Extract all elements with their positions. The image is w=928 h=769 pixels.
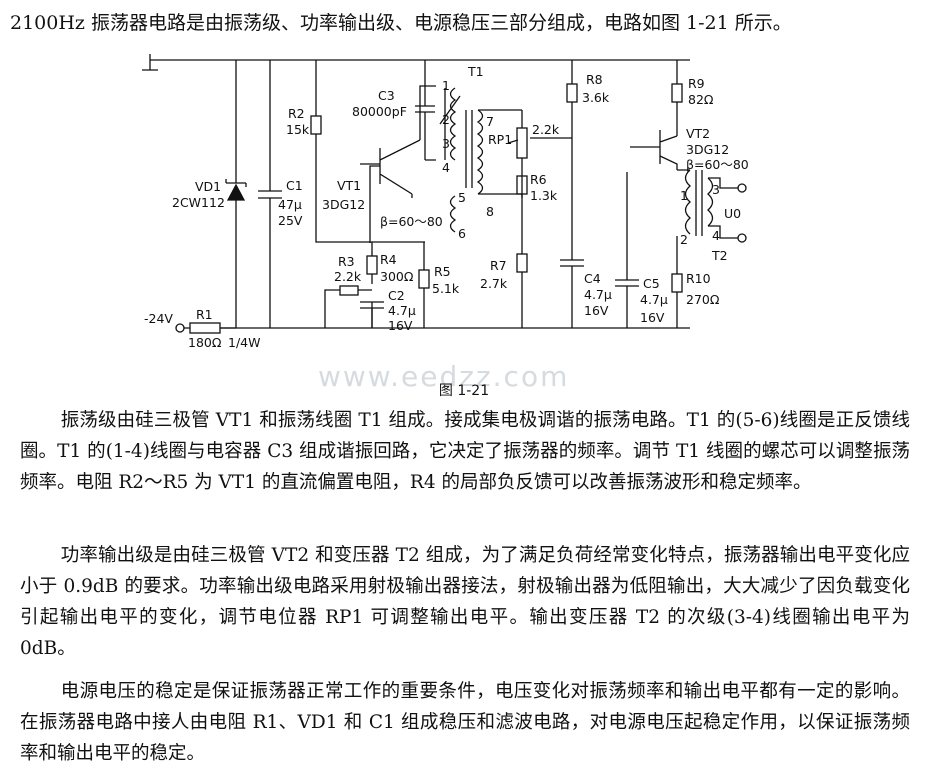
t1-pin2: 2	[442, 112, 450, 127]
t1-name: T1	[467, 64, 484, 79]
r7-resistor	[516, 253, 528, 273]
r9-name: R9	[688, 76, 705, 91]
t1-pin3: 3	[442, 136, 450, 151]
t1-pin6: 6	[458, 226, 466, 241]
output-terminal-bottom	[737, 233, 747, 243]
c4-voltage: 16V	[584, 303, 609, 318]
t2-name: T2	[711, 248, 728, 263]
vt2-model: 3DG12	[686, 142, 729, 157]
vt1-beta: β=60～80	[380, 214, 443, 229]
supply-label: -24V	[144, 311, 173, 326]
c2-name: C2	[388, 288, 405, 303]
vd1-name: VD1	[195, 179, 221, 194]
r3-value: 2.2k	[334, 269, 362, 284]
r10-name: R10	[686, 271, 711, 286]
t1-pin7: 7	[486, 114, 494, 129]
c1-value: 47μ	[278, 197, 302, 212]
r4-resistor	[366, 255, 378, 275]
t1-pin4: 4	[442, 160, 450, 175]
vt1-name: VT1	[337, 178, 361, 193]
c4-name: C4	[584, 271, 601, 286]
watermark: www.eedzz.com	[318, 360, 570, 393]
r6-value: 1.3k	[530, 188, 558, 203]
r9-value: 82Ω	[688, 92, 714, 107]
r2-value: 15k	[286, 122, 310, 137]
r3-resistor	[339, 285, 359, 296]
t2-pin3: 3	[712, 182, 720, 197]
r8-resistor	[566, 83, 578, 103]
r8-name: R8	[586, 72, 603, 87]
vt1-model: 3DG12	[322, 197, 365, 212]
c1-name: C1	[286, 178, 303, 193]
c2-value: 4.7μ	[388, 303, 416, 318]
c1-voltage: 25V	[278, 213, 303, 228]
r6-resistor	[516, 175, 528, 195]
intro-text: 2100Hz 振荡器电路是由振荡级、功率输出级、电源稳压三部分组成，电路如图 1…	[10, 12, 792, 34]
r1-power: 1/4W	[228, 335, 260, 350]
vt2-beta: β=60～80	[686, 157, 749, 172]
t1-pin8: 8	[486, 204, 494, 219]
ground-symbol	[142, 54, 158, 71]
r10-value: 270Ω	[686, 292, 720, 307]
output-label: U0	[724, 206, 741, 221]
t1-pin5: 5	[458, 190, 466, 205]
r2-resistor	[310, 115, 322, 135]
circuit-diagram: -24V R1 180Ω 1/4W VD1 2CW112 C1 47μ 25V …	[142, 54, 749, 350]
c5-value: 4.7μ	[640, 292, 668, 307]
paragraph-power-output: 功率输出级是由硅三极管 VT2 和变压器 T2 组成，为了满足负荷经常变化特点，…	[20, 545, 910, 659]
vt2-name: VT2	[686, 126, 710, 141]
t2-pin1: 1	[680, 188, 688, 203]
r1-name: R1	[196, 307, 213, 322]
r7-name: R7	[490, 258, 507, 273]
rp1-name: RP1	[488, 132, 512, 147]
t1-pin1: 1	[442, 78, 450, 93]
c3-name: C3	[378, 88, 395, 103]
r10-resistor	[671, 273, 683, 293]
r6-name: R6	[530, 172, 547, 187]
c3-value: 80000pF	[352, 104, 407, 119]
t2-pin4: 4	[712, 228, 720, 243]
r1-value: 180Ω	[188, 335, 222, 350]
r8-value: 3.6k	[582, 90, 610, 105]
output-terminal-top	[737, 183, 747, 193]
r5-value: 5.1k	[432, 281, 460, 296]
r5-name: R5	[434, 264, 451, 279]
c5-name: C5	[643, 276, 660, 291]
paragraph-power-supply: 电源电压的稳定是保证振荡器正常工作的重要条件，电压变化对振荡频率和输出电平都有一…	[20, 681, 910, 764]
r4-name: R4	[380, 252, 397, 267]
r3-name: R3	[338, 254, 355, 269]
r1-resistor	[189, 322, 221, 334]
figure-caption: 图 1-21	[438, 383, 490, 399]
paragraph-oscillator: 振荡级由硅三极管 VT1 和振荡线圈 T1 组成。接成集电极调谐的振荡电路。T1…	[20, 410, 910, 493]
c2-voltage: 16V	[388, 318, 413, 333]
supply-terminal	[175, 323, 185, 333]
r9-resistor	[671, 83, 683, 103]
c5-voltage: 16V	[640, 310, 665, 325]
r5-resistor	[418, 269, 430, 289]
rp1-potentiometer	[516, 127, 528, 159]
c4-value: 4.7μ	[584, 287, 612, 302]
r7-value: 2.7k	[480, 276, 508, 291]
vd1-value: 2CW112	[172, 195, 225, 210]
r4-value: 300Ω	[380, 269, 414, 284]
vd1-zener	[226, 183, 246, 201]
t2-pin2: 2	[680, 232, 688, 247]
r2-name: R2	[288, 106, 305, 121]
rp1-value: 2.2k	[532, 122, 560, 137]
